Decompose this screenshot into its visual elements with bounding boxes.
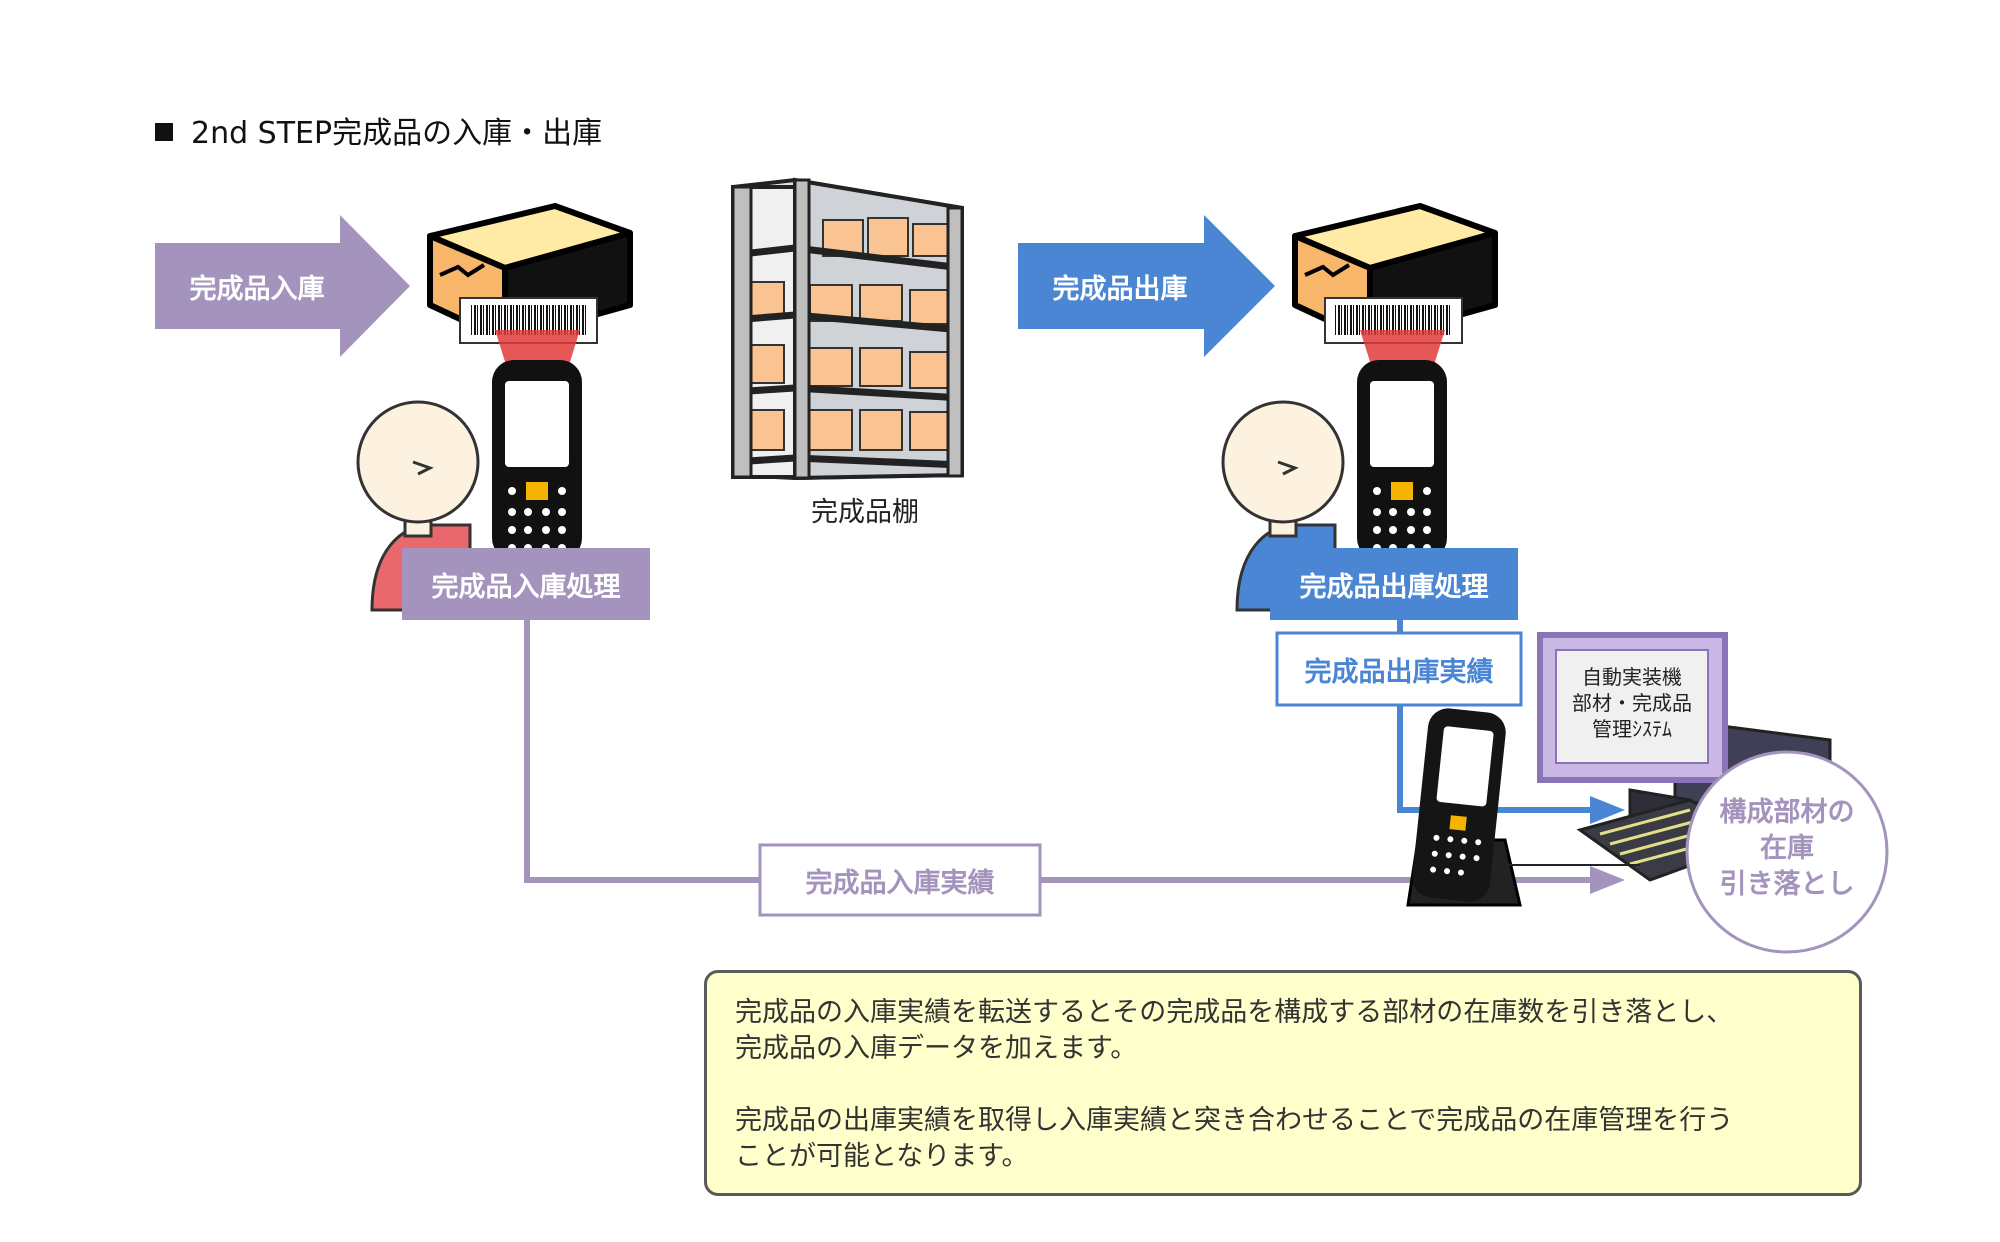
scan-beam-right — [1360, 330, 1445, 368]
note-p2-line2: ことが可能となります。 — [735, 1141, 1029, 1172]
note-p1-line1: 完成品の入庫実績を転送するとその完成品を構成する部材の在庫数を引き落とし、 — [735, 997, 1734, 1028]
title-text: 2nd STEP完成品の入庫・出庫 — [191, 116, 603, 151]
ship-result-label: 完成品出庫実績 — [1304, 656, 1494, 688]
note-p2-line1: 完成品の出庫実績を取得し入庫実績と突き合わせることで完成品の在庫管理を行う — [735, 1105, 1734, 1136]
ship-result-arrowhead — [1590, 796, 1625, 824]
receive-arrow — [155, 215, 410, 357]
explanation-note: 完成品の入庫実績を転送するとその完成品を構成する部材の在庫数を引き落とし、 完成… — [704, 970, 1862, 1196]
deduct-circle-text: 構成部材の 在庫 引き落とし — [1697, 795, 1877, 903]
receive-result-arrowhead — [1590, 866, 1625, 894]
receive-arrow-label: 完成品入庫 — [189, 273, 325, 305]
title-bullet-icon — [155, 122, 173, 141]
deduct-line-3: 引き落とし — [1719, 869, 1855, 900]
receive-result-label: 完成品入庫実績 — [805, 867, 995, 899]
page-title: 2nd STEP完成品の入庫・出庫 — [155, 108, 602, 152]
handheld-scanner-left — [492, 360, 582, 560]
ship-arrow — [1018, 215, 1275, 357]
deduct-line-2: 在庫 — [1760, 833, 1814, 864]
deduct-line-1: 構成部材の — [1719, 797, 1855, 828]
ship-process-box — [1270, 548, 1518, 620]
receive-result-connector — [524, 620, 760, 883]
note-p1-line2: 完成品の入庫データを加えます。 — [735, 1033, 1138, 1064]
package-box-left — [427, 203, 633, 344]
shelf-icon — [731, 177, 964, 481]
ship-result-connector — [1397, 705, 1595, 813]
system-line-3: 管理ｼｽﾃﾑ — [1592, 717, 1672, 741]
scanner-in-cradle-icon — [1406, 708, 1522, 907]
note-paragraph-1: 完成品の入庫実績を転送するとその完成品を構成する部材の在庫数を引き落とし、 完成… — [735, 995, 1831, 1067]
scan-beam-left — [495, 330, 580, 368]
package-box-right — [1292, 203, 1498, 344]
receive-process-label: 完成品入庫処理 — [431, 571, 621, 603]
handheld-scanner-right — [1357, 360, 1447, 560]
deduct-circle — [1685, 750, 1889, 954]
receive-result-box — [758, 843, 1042, 917]
ship-process-label: 完成品出庫処理 — [1299, 571, 1489, 603]
note-paragraph-2: 完成品の出庫実績を取得し入庫実績と突き合わせることで完成品の在庫管理を行う こと… — [735, 1103, 1831, 1175]
ship-arrow-label: 完成品出庫 — [1052, 273, 1188, 305]
system-screen-text: 自動実装機 部材・完成品 管理ｼｽﾃﾑ — [1556, 664, 1708, 742]
shelf-label: 完成品棚 — [811, 496, 919, 528]
system-line-2: 部材・完成品 — [1572, 691, 1692, 715]
receive-process-box — [402, 548, 650, 620]
system-line-1: 自動実装機 — [1582, 665, 1682, 689]
